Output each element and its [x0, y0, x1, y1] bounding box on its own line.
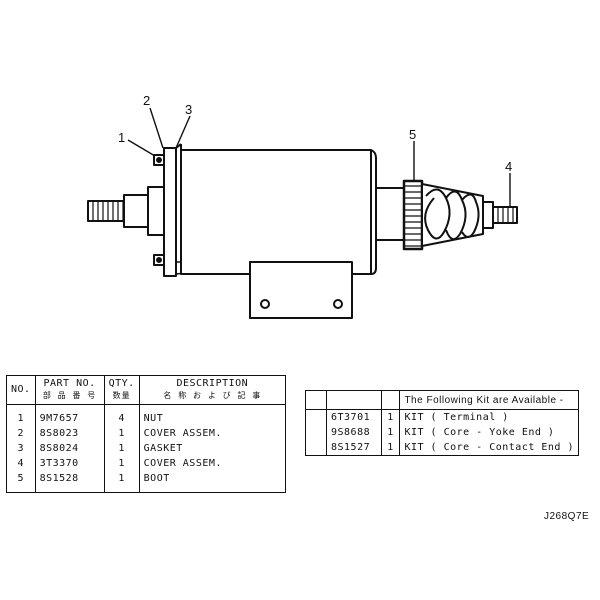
row-qty: 1 — [104, 441, 140, 456]
table-row: 8S1527 1 KIT ( Core - Contact End ) — [305, 440, 579, 456]
kit-qty: 1 — [381, 440, 401, 456]
row-description: BOOT — [143, 473, 170, 484]
kit-qty: 1 — [381, 409, 401, 425]
callout-4: 4 — [505, 159, 512, 174]
callout-2: 2 — [143, 93, 150, 108]
row-no: 5 — [6, 471, 36, 486]
kit-qty: 1 — [381, 425, 401, 440]
mounting-bracket — [249, 261, 353, 319]
cover-plate — [163, 143, 182, 277]
table-row: 4 3T3370 1 COVER ASSEM. — [6, 456, 286, 471]
table-row: 2 8S8023 1 COVER ASSEM. — [6, 426, 286, 441]
header-no: NO. — [6, 375, 36, 405]
row-description: NUT — [143, 413, 164, 424]
callout-labels: 1 2 3 4 5 — [118, 93, 512, 174]
kit-table: The Following Kit are Available - 6T3701… — [305, 390, 579, 456]
kit-table-header: The Following Kit are Available - — [305, 390, 579, 410]
nut-icon — [153, 154, 165, 266]
row-no: 4 — [6, 456, 36, 471]
kit-description: KIT ( Core - Contact End ) — [404, 442, 574, 453]
table-row: 3 8S8024 1 GASKET — [6, 441, 286, 456]
kit-description: KIT ( Terminal ) — [404, 412, 509, 423]
solenoid-drawing: 1 2 3 4 5 — [87, 93, 518, 319]
row-description: COVER ASSEM. — [143, 458, 222, 469]
terminal-stud — [87, 186, 167, 236]
kit-part-no: 6T3701 — [326, 409, 382, 425]
row-no: 3 — [6, 441, 36, 456]
boot — [402, 179, 484, 251]
row-part-no: 8S8024 — [35, 441, 105, 456]
table-row: 6T3701 1 KIT ( Terminal ) — [305, 409, 579, 425]
table-row: 5 8S1528 1 BOOT — [6, 471, 286, 486]
kit-part-no: 8S1527 — [326, 440, 382, 456]
kit-description: KIT ( Core - Yoke End ) — [404, 427, 555, 438]
core-stud — [482, 201, 518, 229]
row-qty: 1 — [104, 426, 140, 441]
row-qty: 1 — [104, 471, 140, 486]
callout-3: 3 — [185, 102, 192, 117]
callout-1: 1 — [118, 130, 125, 145]
kit-header-text: The Following Kit are Available - — [399, 390, 579, 410]
row-part-no: 8S1528 — [35, 471, 105, 486]
callout-leaders — [127, 107, 511, 207]
row-qty: 4 — [104, 411, 140, 426]
row-description: COVER ASSEM. — [143, 428, 222, 439]
row-no: 2 — [6, 426, 36, 441]
header-part-no: PART NO.部 品 番 号 — [35, 375, 105, 405]
row-part-no: 8S8023 — [35, 426, 105, 441]
row-part-no: 3T3370 — [35, 456, 105, 471]
table-row: 1 9M7657 4 NUT — [6, 411, 286, 426]
row-qty: 1 — [104, 456, 140, 471]
row-no: 1 — [6, 411, 36, 426]
plunger-housing — [375, 187, 407, 241]
callout-5: 5 — [409, 127, 416, 142]
row-description: GASKET — [143, 443, 183, 454]
header-qty: QTY.数量 — [104, 375, 140, 405]
table-row: 9S8688 1 KIT ( Core - Yoke End ) — [305, 425, 579, 440]
drawing-code: J268Q7E — [544, 511, 590, 522]
solenoid-body — [180, 149, 372, 275]
row-part-no: 9M7657 — [35, 411, 105, 426]
kit-part-no: 9S8688 — [326, 425, 382, 440]
